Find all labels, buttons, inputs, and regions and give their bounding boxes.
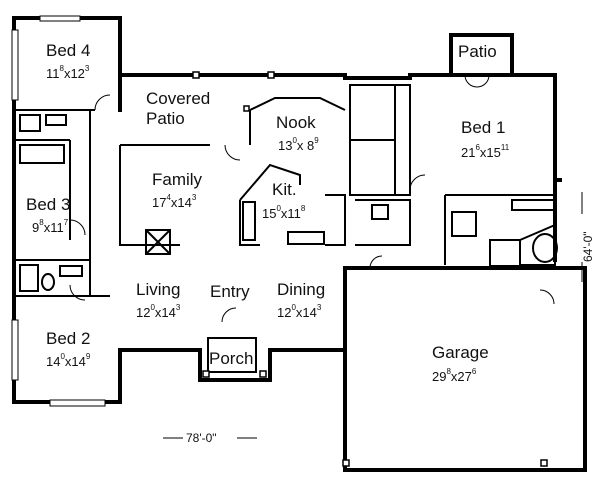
dining-name: Dining [277,280,325,299]
exterior-walls [12,16,587,472]
svg-text:174x143: 174x143 [152,193,197,210]
posts [192,71,548,467]
bed2-name: Bed 2 [46,329,90,348]
svg-text:98x117: 98x117 [32,218,69,235]
family-name: Family [152,170,203,189]
porch-name: Porch [209,349,253,368]
covered-patio-line1: Covered [146,89,210,108]
overall-dimensions: 78'-0" 64'-0" [163,192,595,445]
interior-walls [14,84,558,373]
svg-text:120x143: 120x143 [136,303,181,320]
windows [11,15,106,407]
room-labels: Bed 4 118x123 Bed 3 98x117 Bed 2 140x149… [26,41,510,384]
bed3-name: Bed 3 [26,195,70,214]
door-swings [69,74,555,323]
entry-name: Entry [210,282,250,301]
living-name: Living [136,280,180,299]
covered-patio-line2: Patio [146,109,185,128]
bed4-name: Bed 4 [46,41,90,60]
svg-text:140x149: 140x149 [46,352,91,369]
width-dimension: 78'-0" [186,431,217,445]
svg-text:118x123: 118x123 [46,64,90,81]
svg-text:216x1511: 216x1511 [461,143,510,160]
bed1-name: Bed 1 [461,118,505,137]
patio-name: Patio [458,42,497,61]
kitchen-name: Kit. [272,180,297,199]
nook-name: Nook [276,113,316,132]
depth-dimension: 64'-0" [581,231,595,262]
svg-text:130x 89: 130x 89 [278,136,319,153]
garage-name: Garage [432,343,489,362]
svg-text:298x276: 298x276 [432,367,477,384]
svg-text:150x118: 150x118 [262,204,306,221]
svg-text:120x143: 120x143 [277,303,322,320]
